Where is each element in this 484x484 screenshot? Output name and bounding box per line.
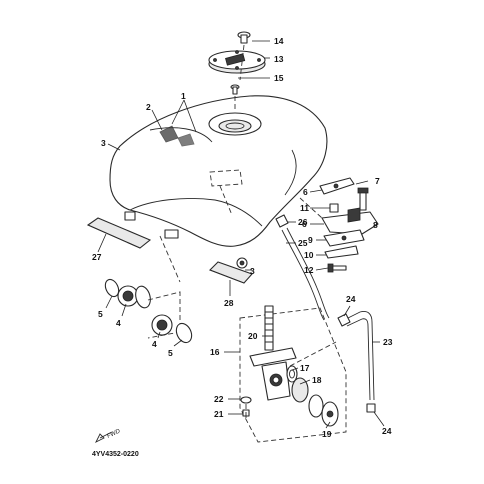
callout-24a: 24 [346,294,356,304]
fuel-cap-assembly [208,50,266,74]
callout-25: 25 [298,238,308,248]
collar-11 [329,203,339,213]
diaphragm-18 [291,377,309,403]
callout-8: 8 [373,220,378,230]
callout-5a: 5 [98,309,103,319]
damper-right [147,291,193,344]
callout-24b: 24 [382,426,392,436]
callout-23: 23 [383,337,393,347]
callout-13: 13 [274,54,284,64]
callout-12: 12 [304,265,314,275]
callout-3b: 3 [250,266,255,276]
damper-left [104,278,151,309]
callout-17: 17 [300,363,310,373]
callout-20: 20 [248,331,258,341]
bolt-12 [327,263,347,273]
washer-22 [240,396,252,404]
overflow-tube-23 [343,311,375,401]
bracket-6-upper [319,177,355,195]
callout-labels: 14 13 15 1 2 3 7 6 11 26 6 8 25 9 10 12 … [92,36,393,439]
callout-4a: 4 [116,318,121,328]
bracket-9 [323,229,365,247]
fuel-cock-body [249,347,297,401]
fuel-cap-screw [237,31,251,44]
gasket-17 [286,365,298,383]
callout-6a: 6 [303,187,308,197]
callout-9: 9 [308,235,313,245]
clip-24-upper [337,313,351,327]
clip-24-lower [366,403,376,413]
callout-15: 15 [274,73,284,83]
callout-18: 18 [312,375,322,385]
callout-22: 22 [214,394,224,404]
fuel-strainer-20 [264,305,274,351]
callout-28: 28 [224,298,234,308]
callout-1: 1 [181,91,186,101]
callout-27: 27 [92,252,102,262]
leader-lines [97,40,385,429]
callout-3a: 3 [101,138,106,148]
fuel-hose-25 [281,227,330,321]
fwd-arrow: FWD [94,428,122,444]
fuel-tank [109,95,328,247]
screw-21 [242,409,250,418]
tank-pad-27 [86,217,152,249]
callout-10: 10 [304,250,314,260]
callout-19: 19 [322,429,332,439]
callout-14: 14 [274,36,284,46]
cover-19 [308,394,339,427]
callout-7: 7 [375,176,380,186]
damper-3-lower [236,257,248,269]
callout-21: 21 [214,409,224,419]
callout-16: 16 [210,347,220,357]
fwd-label: FWD [106,428,122,439]
cap-bolt [230,84,240,95]
callout-11: 11 [300,203,309,213]
callout-2: 2 [146,102,151,112]
bracket-8 [321,207,379,235]
fuel-cock-box [239,307,347,443]
drawing-code: 4YV4352-0220 [92,451,139,458]
bolt-7 [357,187,369,211]
callout-6b: 6 [302,219,307,229]
callout-5b: 5 [168,348,173,358]
hose-26-clip [275,214,289,228]
callout-4b: 4 [152,339,157,349]
tank-pad-28 [209,261,253,284]
bracket-10 [324,245,359,259]
callout-26: 26 [298,217,308,227]
